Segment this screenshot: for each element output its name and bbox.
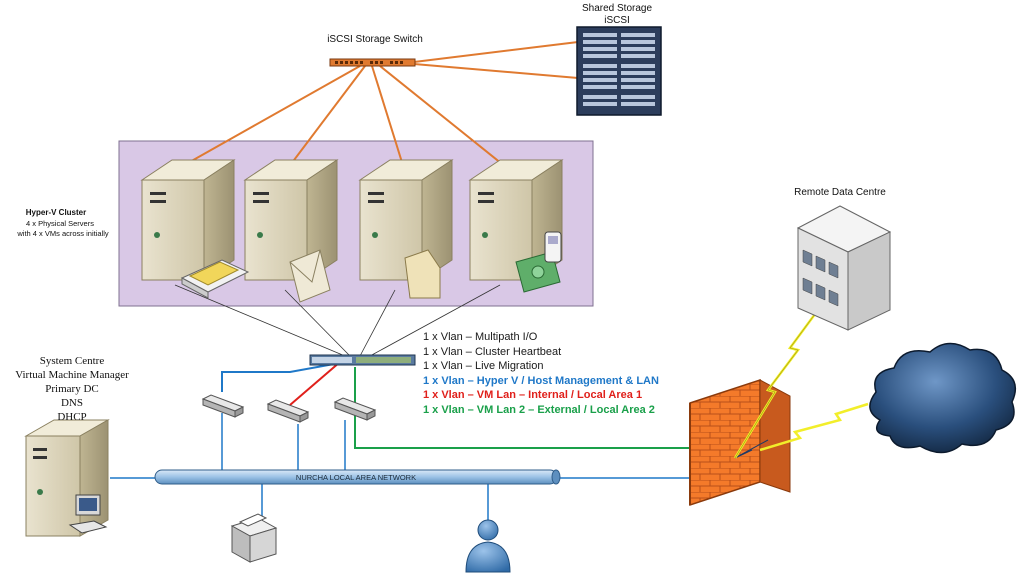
vlan-live-migration: 1 x Vlan – Live Migration [423, 360, 544, 372]
firewall-icon [689, 378, 791, 507]
vlan-vm-lan-internal: 1 x Vlan – VM Lan – Internal / Local Are… [423, 389, 643, 401]
left-server-label: System Centre [39, 355, 105, 367]
envelope-icon [289, 249, 331, 303]
folder-icon [404, 249, 441, 299]
cluster-desc-1: 4 x Physical Servers [26, 219, 94, 228]
vlan-multipath: 1 x Vlan – Multipath I/O [423, 331, 538, 343]
core-switch-icon [309, 354, 416, 366]
left-server-label: Primary DC [45, 383, 99, 395]
mobile-phone-icon [544, 231, 562, 263]
vlan-legend: 1 x Vlan – Multipath I/O 1 x Vlan – Clus… [423, 330, 683, 417]
iscsi-links [171, 41, 579, 173]
left-server-label: DHCP [57, 411, 87, 423]
shared-storage-label-2: iSCSI [604, 15, 630, 26]
cluster-title: Hyper-V Cluster [25, 208, 87, 217]
printer-icon [230, 513, 278, 563]
storage-switch-label: iSCSI Storage Switch [327, 34, 423, 45]
storage-switch-icon [329, 58, 416, 67]
left-server-label: DNS [60, 397, 83, 409]
building-icon [796, 205, 892, 331]
storage-array-icon [576, 26, 662, 116]
green-vlan-link [354, 367, 690, 449]
hub-icon [333, 397, 377, 421]
hub-icon [266, 399, 310, 423]
server-tower-icon [140, 159, 236, 281]
left-server-label: Virtual Machine Manager [15, 369, 129, 381]
cluster-desc-2: with 4 x VMs across initially [17, 229, 109, 238]
firewall-links [734, 439, 769, 459]
shared-storage-label-1: Shared Storage [582, 3, 652, 14]
vlan-heartbeat: 1 x Vlan – Cluster Heartbeat [423, 345, 562, 358]
left-server-labels: System Centre Virtual Machine Manager Pr… [0, 354, 144, 424]
blue-vlan-link [221, 361, 346, 392]
server-tower-icon [243, 159, 339, 281]
hub-icon [201, 394, 245, 418]
hub-drops [110, 413, 690, 530]
lightning-internet-icon [759, 402, 869, 452]
user-icon [465, 519, 511, 573]
vlan-vm-lan-external: 1 x Vlan – VM Lan 2 – External / Local A… [423, 403, 655, 416]
lan-bus [154, 469, 561, 485]
red-vlan-link [289, 361, 341, 406]
workstation-icon [68, 494, 108, 534]
cluster-links [174, 284, 501, 357]
server-tower-icon [24, 419, 110, 537]
lightning-remote-outline [734, 309, 819, 459]
vlan-host-management: 1 x Vlan – Hyper V / Host Management & L… [423, 374, 659, 387]
cloud-icon [869, 342, 1017, 454]
hardware-box-icon [180, 259, 250, 299]
lan-bus-label: NURCHA LOCAL AREA NETWORK [296, 473, 416, 482]
remote-dc-label: Remote Data Centre [794, 187, 886, 198]
